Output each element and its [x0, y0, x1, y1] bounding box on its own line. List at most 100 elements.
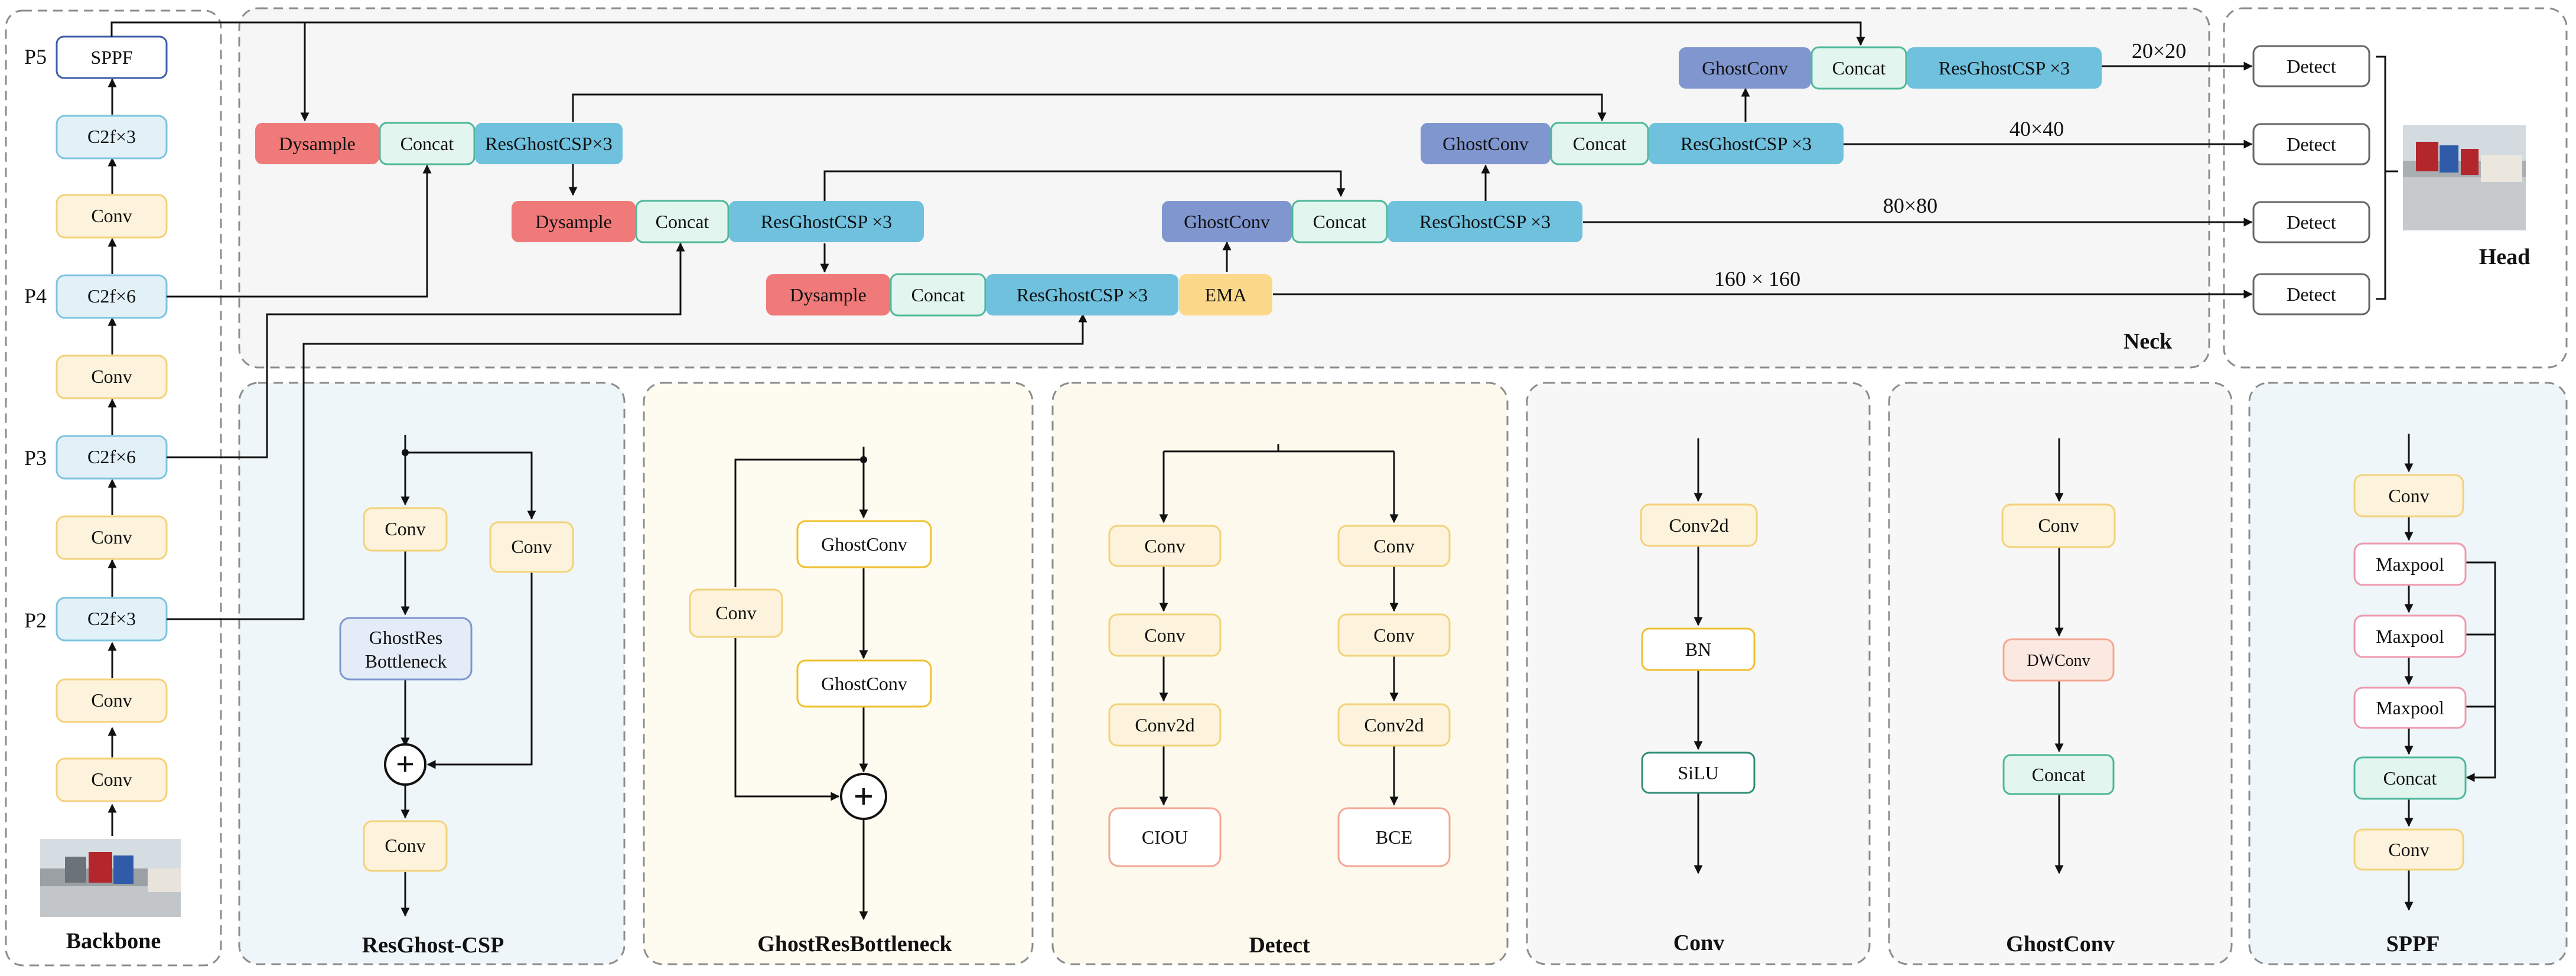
backbone-c2f-p3: C2f×6 — [56, 435, 168, 480]
dysample-1-label: Dysample — [279, 133, 356, 154]
input-image — [40, 839, 181, 917]
grb-ghostconv-1-label: GhostConv — [821, 533, 907, 555]
sppf-maxpool-1-label: Maxpool — [2376, 554, 2444, 575]
ghostres-bottleneck-line2: Bottleneck — [365, 650, 447, 672]
detect-left-conv2d — [1108, 703, 1222, 747]
conv-diagram: Conv2d BN SiLU — [1640, 438, 1758, 874]
ghostres-bottleneck-block — [339, 617, 473, 681]
backbone-conv-2: Conv — [56, 678, 168, 723]
sppf-maxpool-3-label: Maxpool — [2376, 697, 2444, 718]
dysample-3-label: Dysample — [790, 284, 867, 305]
conv-silu-label: SiLU — [1678, 762, 1718, 783]
csp-add-symbol: + — [396, 746, 415, 783]
detect-80-label: Detect — [2287, 212, 2336, 233]
detect-160 — [2252, 273, 2370, 315]
resghostcsp-4-label: ResGhostCSP ×3 — [1419, 211, 1551, 232]
dysample-1 — [255, 123, 379, 164]
grb-conv-label: Conv — [715, 602, 756, 623]
concat-6 — [1810, 46, 1907, 90]
grb-ghostconv-2 — [796, 659, 932, 708]
neck-row-2: Dysample Concat ResGhostCSP ×3 — [512, 200, 924, 243]
resghost-csp-diagram: Conv Conv GhostRes Bottleneck + Conv — [339, 435, 574, 917]
level-label-p4: P4 — [24, 284, 47, 308]
detect-80 — [2252, 201, 2370, 243]
resghostcsp-3 — [986, 274, 1178, 315]
backbone-conv-3: Conv — [56, 515, 168, 560]
resghostcsp-6 — [1907, 47, 2102, 89]
neck-title: Neck — [2124, 329, 2173, 354]
resghostcsp-5-label: ResGhostCSP ×3 — [1681, 133, 1812, 154]
scale-label-20: 20×20 — [2132, 39, 2186, 63]
detect-ciou-label: CIOU — [1142, 827, 1188, 848]
resghostcsp-4 — [1388, 201, 1582, 242]
backbone-c2f-top: C2f×3 — [56, 115, 168, 160]
ema-block — [1179, 274, 1272, 315]
backbone-conv-2-label: Conv — [91, 689, 132, 711]
resghostcsp-2 — [729, 201, 924, 242]
concat-3-label: Concat — [911, 284, 965, 305]
detect-left-conv-2 — [1108, 613, 1222, 657]
csp-conv-bottom — [363, 820, 448, 872]
backbone-title: Backbone — [66, 929, 161, 954]
backbone-sppf: SPPF — [56, 35, 168, 79]
backbone-panel — [5, 9, 222, 967]
ghostconv-1-label: GhostConv — [1184, 211, 1270, 232]
backbone-conv-5-label: Conv — [91, 205, 132, 226]
ghostconv-dwconv — [2002, 638, 2115, 682]
detect-left-conv-1 — [1108, 525, 1222, 567]
grb-ghostconv-1 — [796, 520, 932, 568]
concat-5 — [1550, 122, 1649, 165]
detect-title: Detect — [1249, 933, 1310, 958]
sppf-maxpool-3 — [2353, 687, 2467, 729]
concat-2-label: Concat — [656, 211, 709, 232]
detect-40 — [2252, 123, 2370, 165]
backbone-conv-4: Conv — [56, 354, 168, 399]
detect-ciou — [1108, 807, 1222, 867]
neck-row-1: Dysample Concat ResGhostCSP×3 — [255, 122, 623, 165]
backbone-column: Conv Conv C2f×3 Conv C2f×6 Conv C2f×6 C — [24, 35, 181, 917]
head-title: Head — [2479, 245, 2531, 269]
detect-bce-label: BCE — [1376, 827, 1412, 848]
detect-left-conv-1-label: Conv — [1144, 535, 1185, 557]
conv-conv2d-label: Conv2d — [1669, 515, 1728, 536]
grb-ghostconv-2-label: GhostConv — [821, 673, 907, 694]
level-label-p3: P3 — [24, 446, 47, 470]
ghostconv-concat-label: Concat — [2032, 764, 2086, 785]
dysample-2-label: Dysample — [535, 211, 612, 232]
detect-40-label: Detect — [2287, 134, 2336, 155]
neck-row-4: GhostConv Concat ResGhostCSP ×3 — [1162, 200, 1582, 243]
resghostcsp-5 — [1649, 123, 1844, 164]
sppf-maxpool-2-label: Maxpool — [2376, 626, 2444, 647]
detect-right-conv-1-label: Conv — [1373, 535, 1414, 557]
backbone-c2f-p2-label: C2f×3 — [87, 608, 136, 629]
level-label-p2: P2 — [24, 609, 47, 632]
detect-right-conv-2-label: Conv — [1373, 624, 1414, 646]
detect-left-conv-2-label: Conv — [1144, 624, 1185, 646]
resghostcsp-1-label: ResGhostCSP×3 — [485, 133, 612, 154]
head-output-image — [2403, 125, 2526, 230]
neck-panel — [238, 7, 2210, 369]
ghostconv-conv — [2001, 503, 2116, 548]
detect-20 — [2252, 45, 2370, 87]
ghostconv-title: GhostConv — [2006, 932, 2115, 957]
detect-20-label: Detect — [2287, 56, 2336, 77]
backbone-c2f-p4: C2f×6 — [56, 274, 168, 319]
ghostconv-1 — [1162, 201, 1292, 242]
backbone-c2f-p3-label: C2f×6 — [87, 446, 136, 467]
sppf-maxpool-2 — [2353, 614, 2467, 658]
detect-diagram: Conv Conv Conv2d CIOU Conv Conv Conv2d B… — [1108, 444, 1451, 867]
scale-label-160: 160 × 160 — [1714, 267, 1800, 291]
detect-right-conv-2 — [1337, 613, 1451, 657]
detect-right-conv2d — [1337, 703, 1451, 747]
backbone-c2f-p2: C2f×3 — [56, 597, 168, 642]
concat-1-label: Concat — [400, 133, 454, 154]
sppf-conv-top-label: Conv — [2388, 485, 2429, 506]
detect-bce — [1337, 807, 1451, 867]
concat-2 — [635, 200, 730, 243]
concat-3 — [890, 273, 986, 317]
sppf-conv-bottom — [2353, 828, 2464, 871]
backbone-conv-1-label: Conv — [91, 769, 132, 790]
neck-row-6: GhostConv Concat ResGhostCSP ×3 — [1679, 46, 2102, 90]
sppf-conv-top — [2353, 474, 2464, 518]
detect-right-conv-1 — [1337, 525, 1451, 567]
